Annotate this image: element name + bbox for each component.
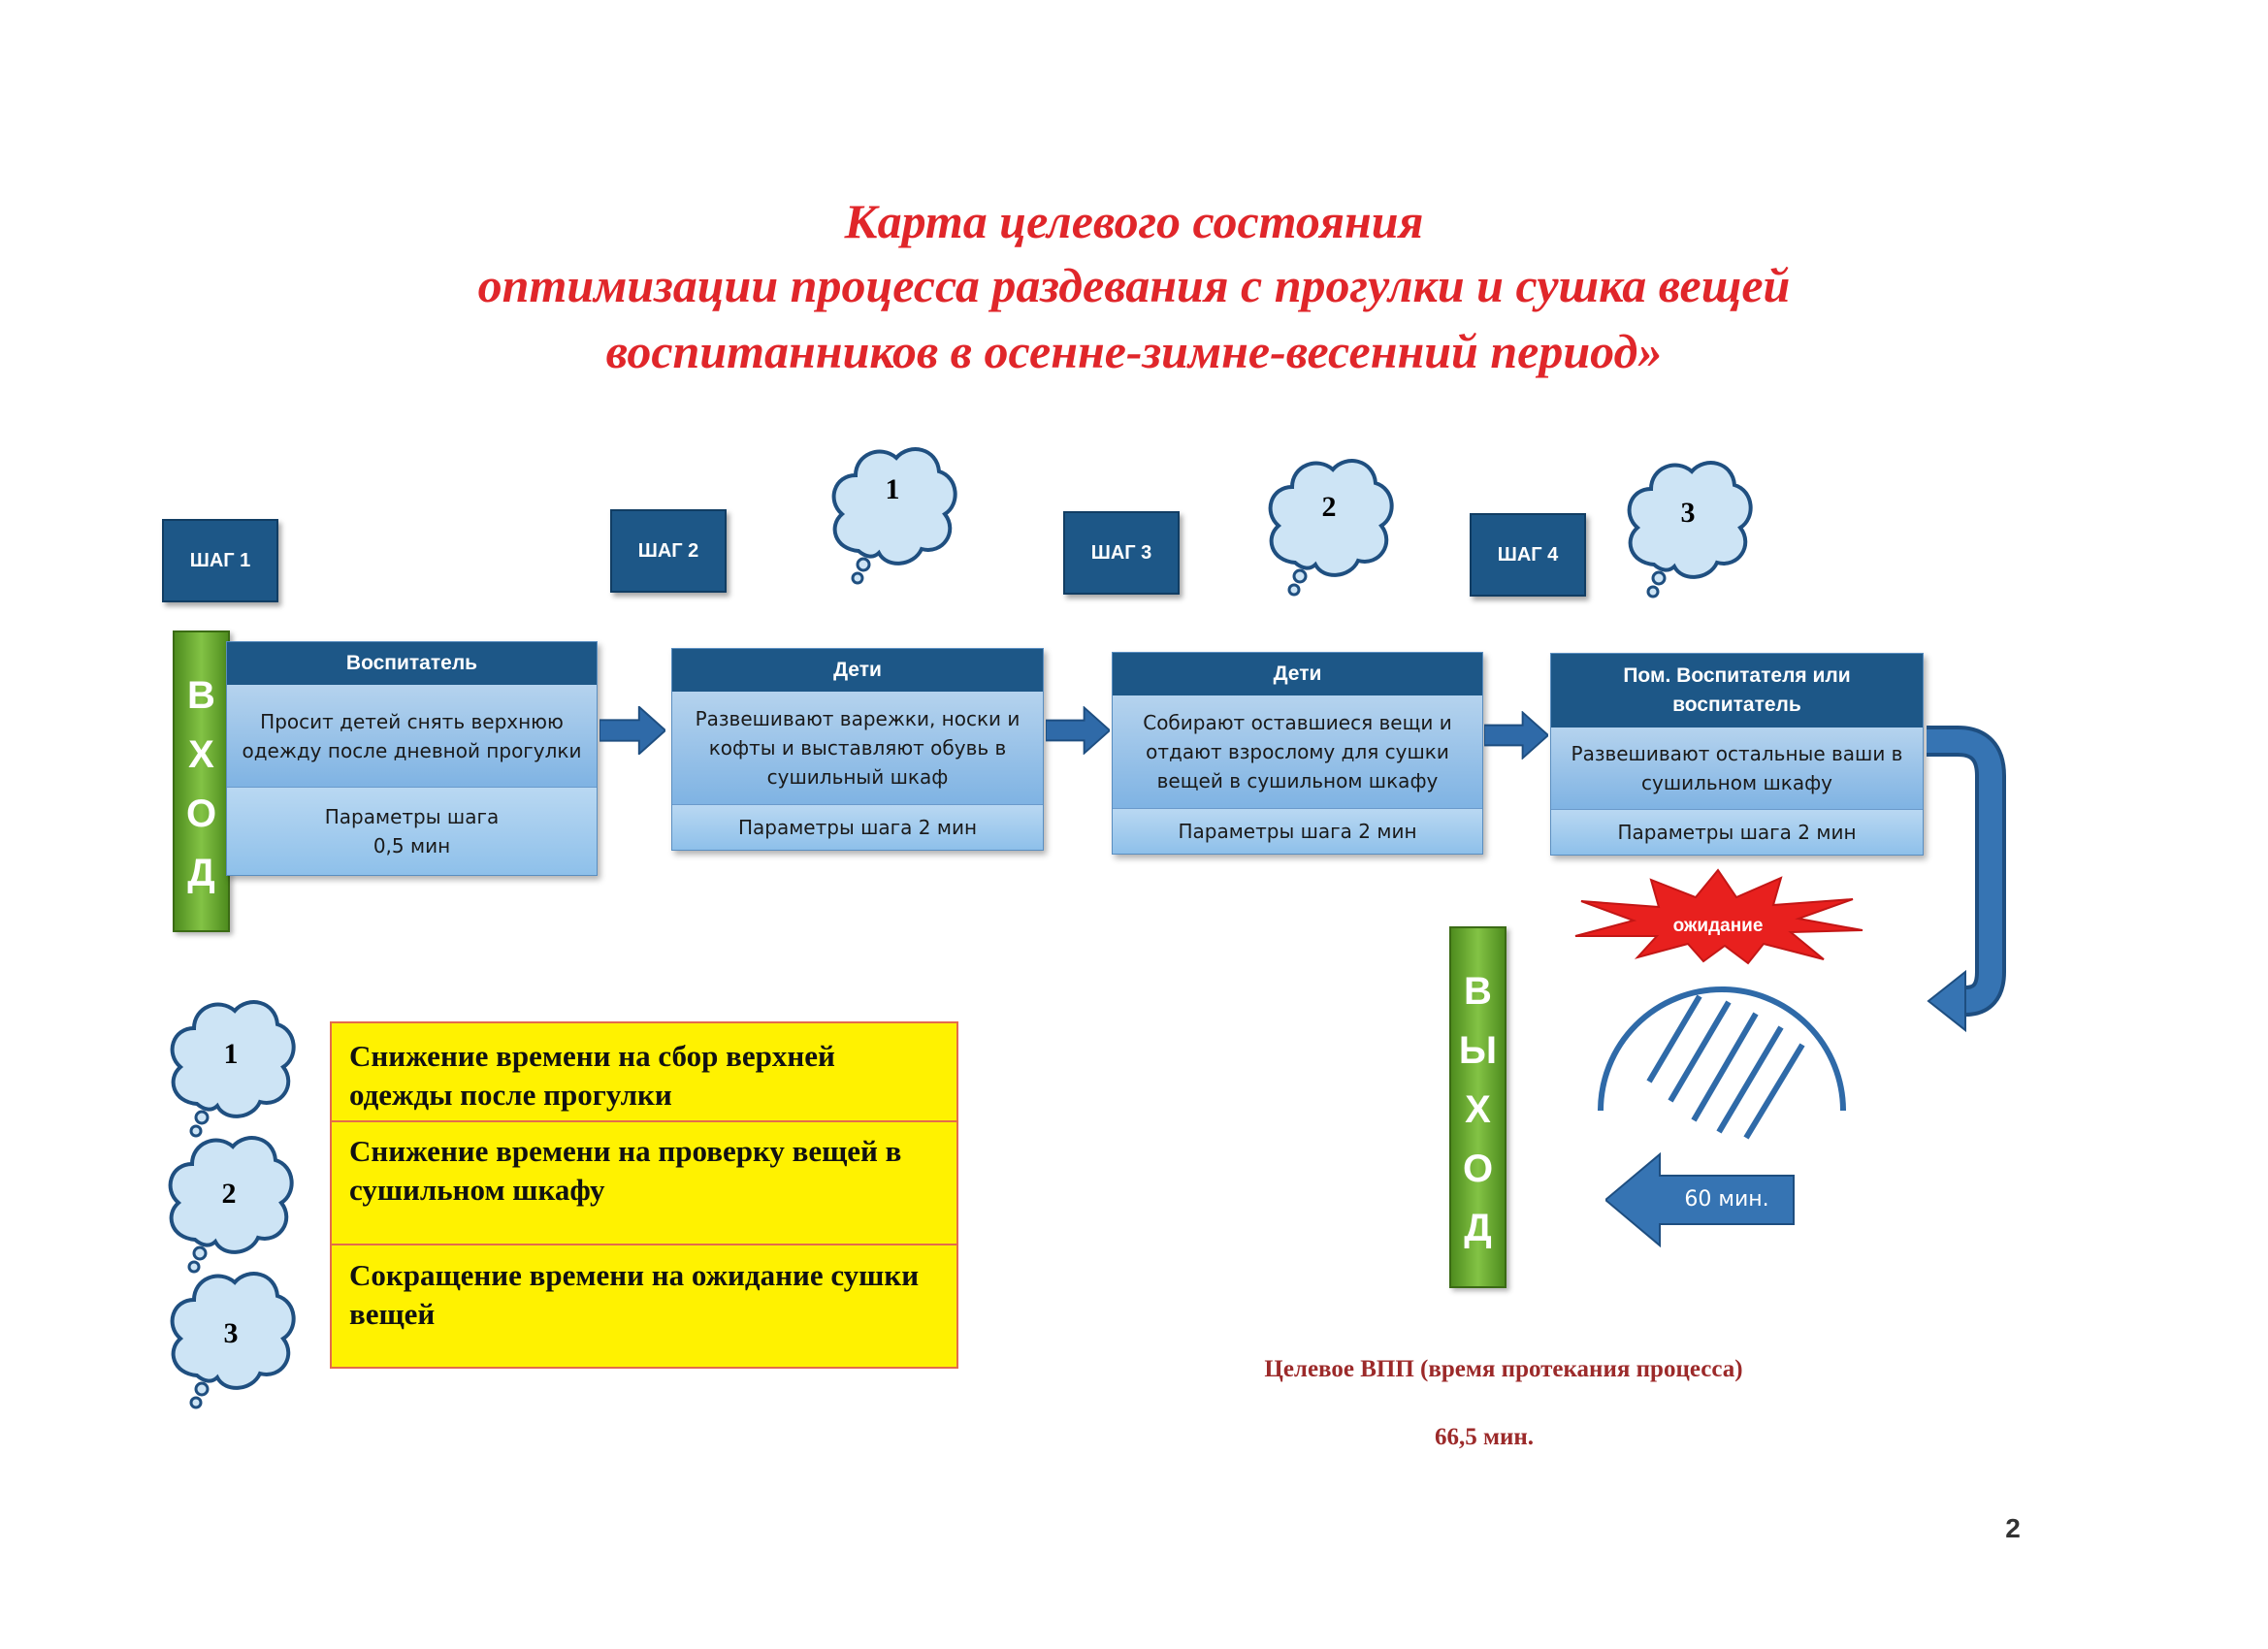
waiting-burst-icon <box>1574 868 1863 965</box>
legend-cloud-number: 3 <box>223 1317 239 1349</box>
time-arrow-label: 60 мин. <box>1684 1187 1769 1212</box>
page-number: 2 <box>2005 1513 2021 1543</box>
arrow-right-icon <box>1046 706 1110 755</box>
step-1-box: Воспитатель Просит детей снять верхнюю о… <box>226 641 598 876</box>
exit-letter: Ы <box>1458 1029 1498 1072</box>
target-caption: Целевое ВПП (время протекания процесса) <box>1264 1356 1743 1382</box>
legend-text-3: Сокращение времени на ожидание сушки вещ… <box>349 1258 920 1331</box>
title-line-1: Карта целевого состояния <box>844 194 1424 248</box>
exit-letter: В <box>1464 970 1492 1013</box>
step-2-box: Дети Развешивают варежки, носки и кофты … <box>671 648 1044 851</box>
exit-bar: В Ы Х О Д <box>1449 926 1507 1288</box>
cloud-number: 3 <box>1680 497 1696 529</box>
step-4-tab: ШАГ 4 <box>1470 513 1586 597</box>
step-2-action: Развешивают варежки, носки и кофты и выс… <box>672 692 1043 805</box>
step-3-box: Дети Собирают оставшиеся вещи и отдают в… <box>1112 652 1483 855</box>
step-3-tab: ШАГ 3 <box>1063 511 1180 595</box>
step-3-role: Дети <box>1113 653 1482 695</box>
legend-divider <box>332 1120 956 1122</box>
step-4-box: Пом. Воспитателя или воспитатель Развеши… <box>1550 653 1924 856</box>
title-line-2: оптимизации процесса раздевания с прогул… <box>477 258 1791 312</box>
legend-cloud-3: 3 <box>163 1261 299 1416</box>
step-2-tab: ШАГ 2 <box>610 509 727 593</box>
cloud-marker-2: 2 <box>1261 448 1397 603</box>
legend-cloud-number: 2 <box>221 1178 237 1210</box>
cloud-number: 1 <box>885 473 900 505</box>
step-3-action: Собирают оставшиеся вещи и отдают взросл… <box>1113 695 1482 809</box>
step-2-role: Дети <box>672 649 1043 692</box>
entry-letter: Д <box>187 852 215 894</box>
drying-cabinet-icon <box>1598 986 1846 1140</box>
step-4-action: Развешивают остальные ваши в сушильном ш… <box>1551 728 1923 810</box>
arrow-right-icon <box>1484 711 1548 760</box>
step-1-role: Воспитатель <box>227 642 597 685</box>
entry-letter: Х <box>188 733 214 776</box>
entry-letter: В <box>187 674 215 717</box>
target-value: 66,5 мин. <box>1434 1424 1535 1450</box>
legend-cloud-number: 1 <box>223 1038 239 1070</box>
step-1-tab: ШАГ 1 <box>162 519 278 602</box>
cloud-icon <box>1261 448 1397 603</box>
step-1-params: Параметры шага 0,5 мин <box>227 788 597 875</box>
entry-bar: В Х О Д <box>173 630 230 932</box>
cloud-icon <box>825 436 960 592</box>
step-4-params: Параметры шага 2 мин <box>1551 810 1923 855</box>
cloud-marker-3: 3 <box>1620 450 1756 605</box>
arrow-right-icon <box>599 706 665 755</box>
step-1-action: Просит детей снять верхнюю одежду после … <box>227 685 597 788</box>
waiting-label: ожидание <box>1672 916 1764 936</box>
title-line-3: воспитанников в осенне-зимне-весенний пе… <box>605 324 1663 378</box>
exit-letter: Х <box>1465 1088 1491 1131</box>
legend-text-2: Снижение времени на проверку вещей в суш… <box>349 1134 902 1207</box>
legend-cloud-1: 1 <box>163 989 299 1145</box>
exit-letter: Д <box>1464 1207 1492 1249</box>
legend-divider <box>332 1244 956 1245</box>
legend-text-1: Снижение времени на сбор верхней одежды … <box>349 1039 835 1112</box>
step-2-params: Параметры шага 2 мин <box>672 805 1043 850</box>
legend-cloud-2: 2 <box>161 1125 297 1280</box>
step-4-role: Пом. Воспитателя или воспитатель <box>1551 654 1923 728</box>
entry-letter: О <box>185 792 217 835</box>
cloud-marker-1: 1 <box>825 436 960 592</box>
step-3-params: Параметры шага 2 мин <box>1113 809 1482 854</box>
curved-arrow-icon <box>1927 726 2006 1033</box>
cloud-number: 2 <box>1321 491 1337 523</box>
time-arrow-icon <box>1605 1152 1795 1247</box>
exit-letter: О <box>1462 1148 1494 1190</box>
legend-table: Снижение времени на сбор верхней одежды … <box>330 1021 958 1369</box>
